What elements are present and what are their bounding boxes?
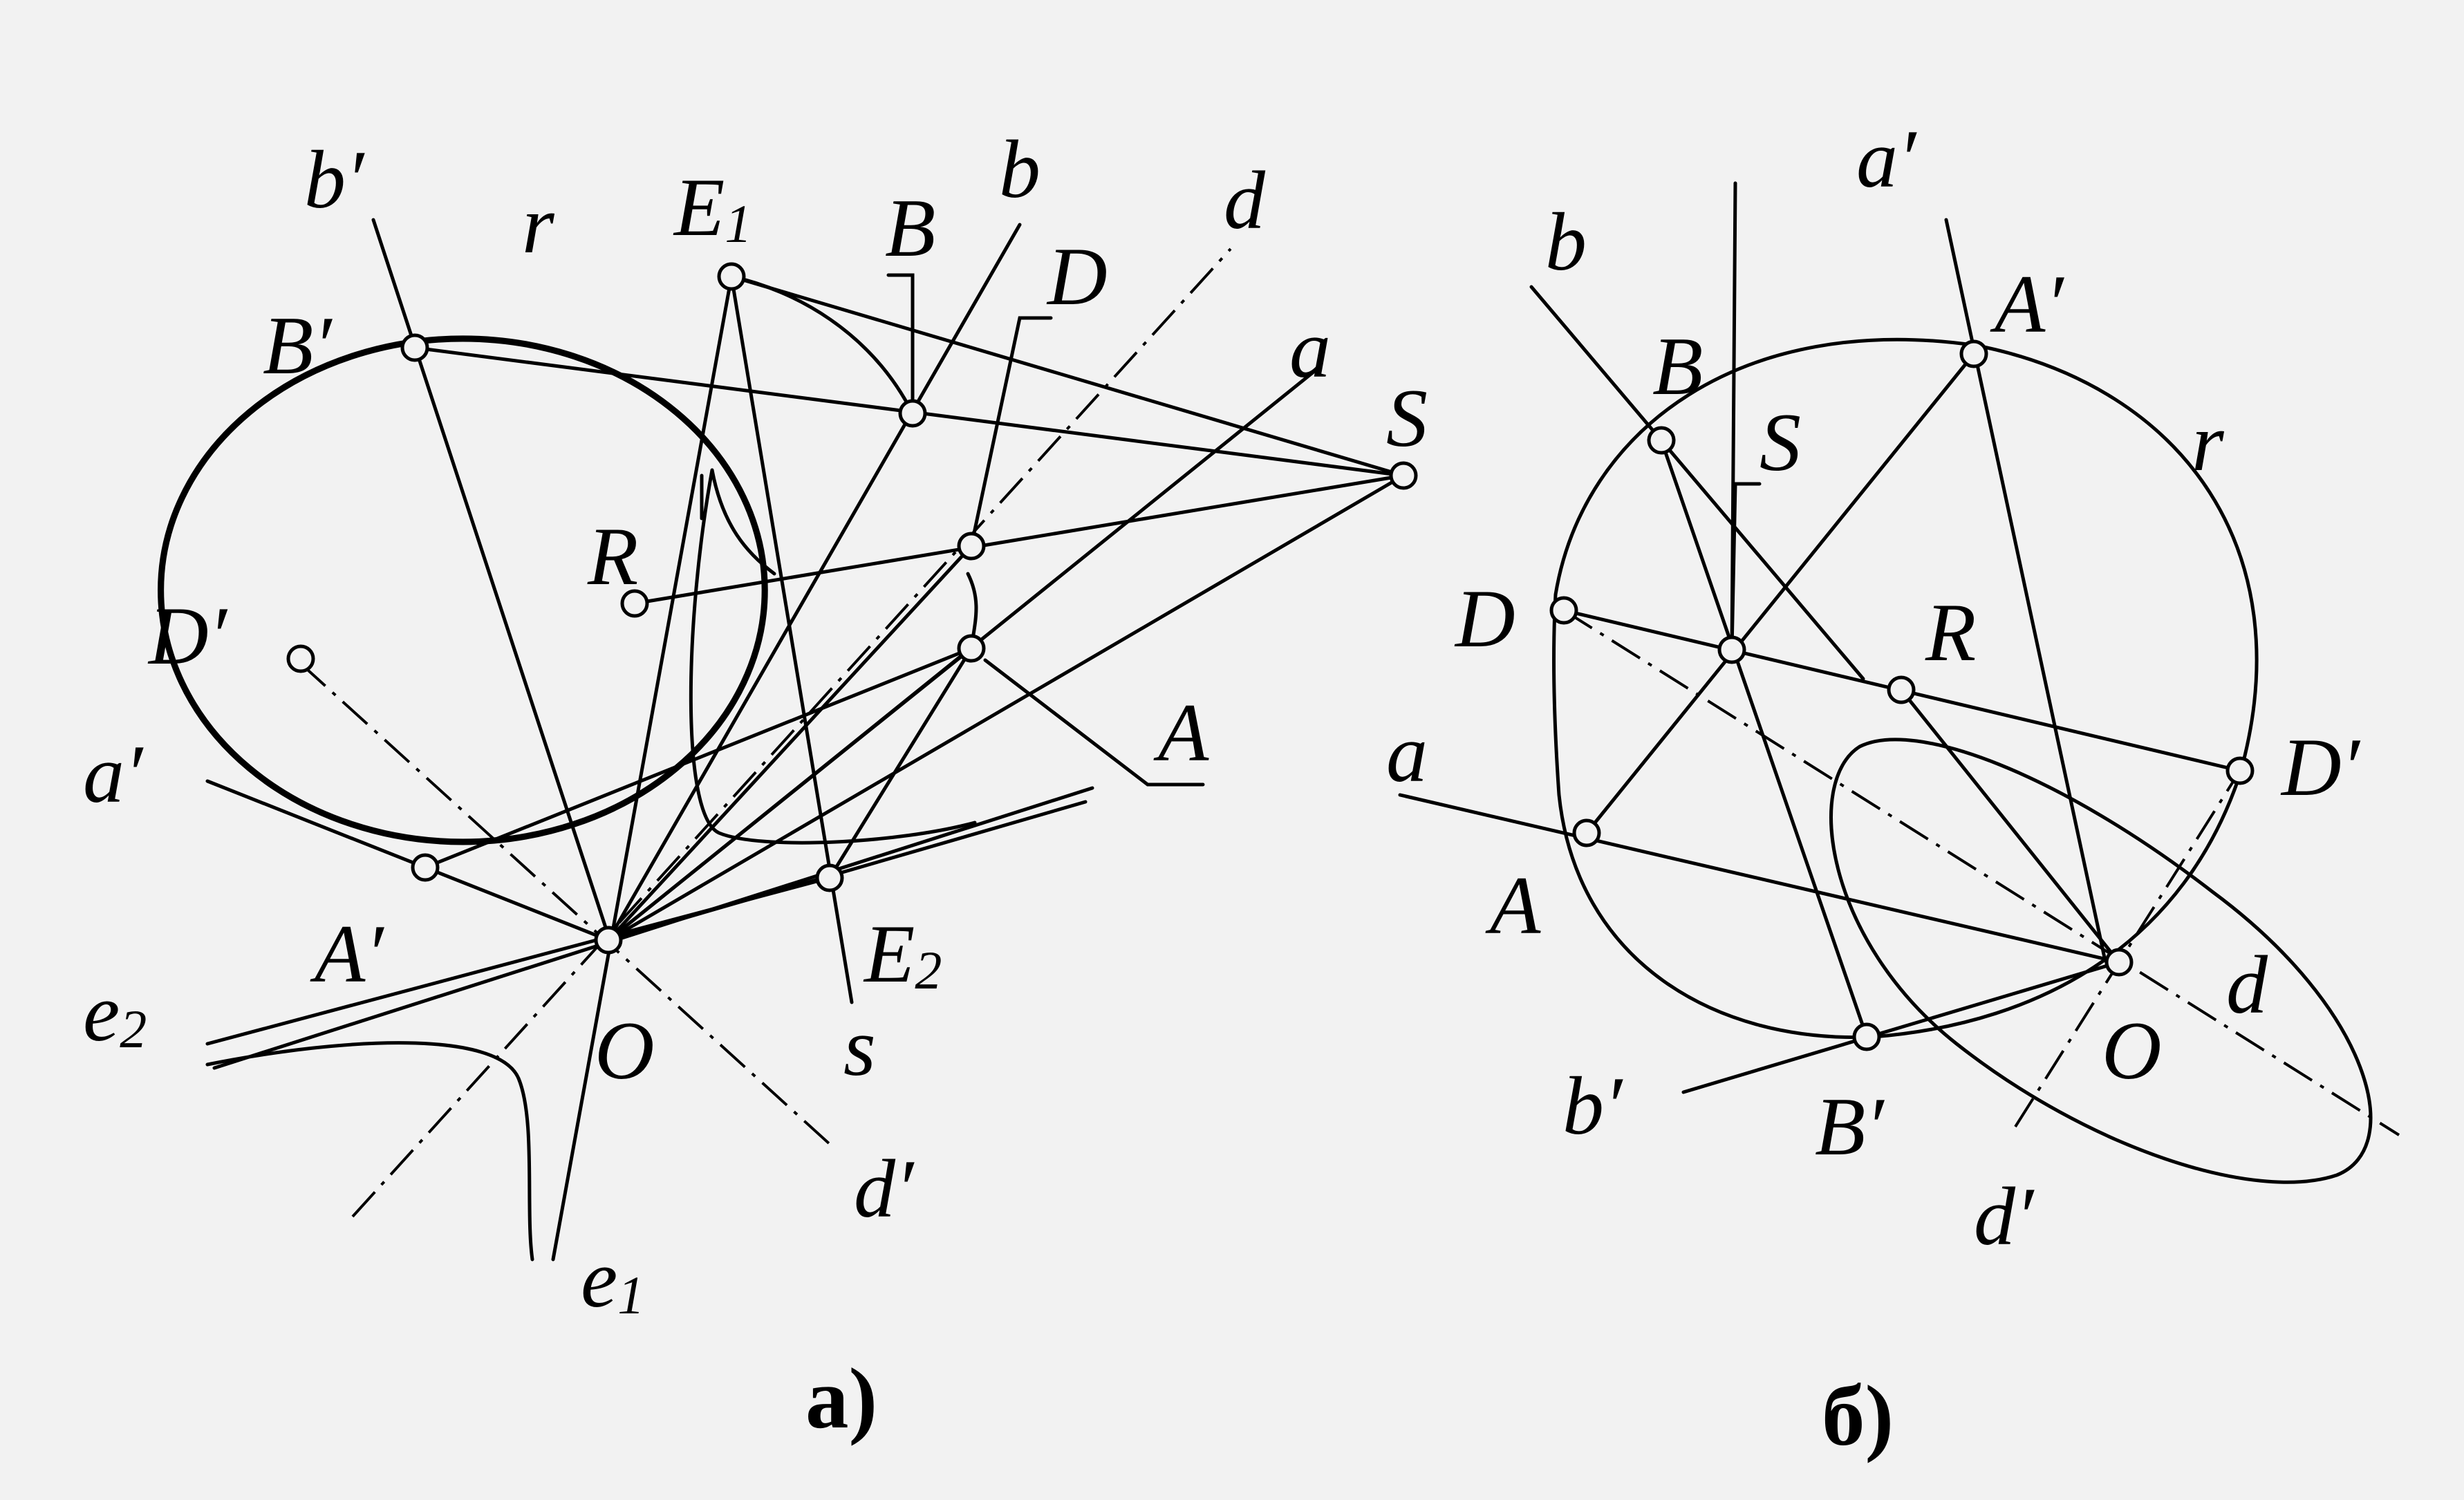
label-E2: E2 [863, 908, 942, 1000]
point-R [1887, 675, 1916, 704]
line-B-B-prime [1659, 438, 1869, 1039]
label-D: D [1046, 230, 1108, 322]
label-E1: E1 [673, 161, 752, 254]
leader-S-2 [1730, 482, 1762, 652]
leader-A [983, 658, 1205, 787]
label-d: d [2226, 939, 2268, 1031]
figure-a: b′ r E1 B b D d a S B′ R D′ A a′ A′ E2 e… [83, 123, 1428, 1447]
label-A-prime: A′ [310, 908, 384, 1000]
line-s [729, 274, 854, 1004]
point-B-prime [400, 333, 429, 362]
line-d-prime [2014, 769, 2241, 1128]
point-A-prime [1959, 339, 1988, 368]
label-a: a [1289, 303, 1331, 395]
point-E1 [717, 262, 746, 291]
label-B-prime: B′ [1815, 1080, 1885, 1172]
label-S: S [1760, 396, 1801, 488]
point-B [1647, 426, 1676, 455]
label-B: B [885, 182, 935, 274]
label-a-prime: a′ [83, 728, 144, 820]
caption-a: а) [805, 1351, 877, 1447]
line-d-prime [299, 662, 831, 1145]
label-B: B [1652, 320, 1703, 412]
label-D-prime: D′ [2280, 721, 2361, 813]
point-O [594, 926, 623, 955]
line-O-D [606, 544, 973, 942]
line-A-prime-A [423, 646, 973, 870]
label-D: D [1454, 572, 1515, 664]
point-B-prime [1852, 1022, 1881, 1051]
label-e2: e2 [83, 966, 147, 1059]
point-S [1389, 461, 1418, 490]
label-a-prime: a′ [1856, 113, 1917, 205]
label-d: d [1224, 154, 1266, 246]
point-D [1549, 596, 1578, 625]
point-A [1572, 818, 1601, 847]
line-a-prime [205, 779, 610, 942]
label-R: R [587, 510, 638, 602]
point-B [898, 399, 927, 428]
line-b [1529, 285, 1865, 681]
label-S: S [1386, 372, 1428, 464]
line-R-O [1899, 688, 2121, 964]
point-D-prime [2225, 756, 2255, 785]
label-A: A [1485, 859, 1541, 951]
label-O: O [2102, 1004, 2162, 1096]
line-e2-c [606, 800, 1088, 942]
label-e1: e1 [581, 1232, 644, 1325]
line-d [1562, 609, 2400, 1136]
figure-b: a′ b A′ B S r D R a D′ A d O b′ B′ d′ б) [1386, 113, 2400, 1464]
label-b: b [999, 123, 1040, 215]
line-O-A [606, 646, 973, 942]
label-b-prime: b′ [1562, 1060, 1623, 1152]
label-A: A [1153, 686, 1209, 778]
label-r: r [2192, 396, 2225, 488]
leader-B [886, 273, 915, 415]
point-D [957, 532, 986, 561]
conic-arc [689, 468, 977, 845]
label-D-prime: D′ [147, 590, 228, 682]
label-R: R [1925, 586, 1976, 678]
hyperbola-branch [205, 1041, 534, 1262]
label-r: r [522, 178, 555, 270]
label-b-prime: b′ [304, 133, 365, 225]
label-A-prime: A′ [1990, 258, 2064, 350]
label-b: b [1545, 196, 1587, 288]
label-a: a [1386, 707, 1428, 799]
line-A-A-prime [1585, 352, 1976, 835]
label-s: s [843, 1001, 876, 1093]
point-S [1717, 635, 1746, 664]
label-O: O [595, 1004, 655, 1096]
caption-b: б) [1822, 1369, 1894, 1464]
leader-D [969, 316, 1053, 548]
point-D-prime [286, 644, 315, 673]
line-a [1398, 793, 2121, 964]
line-b-prime [371, 218, 612, 942]
line-b [606, 223, 1022, 942]
line-O-S [606, 474, 1406, 942]
point-O [2104, 948, 2134, 977]
label-B-prime: B′ [263, 299, 333, 391]
circle-r [1552, 337, 2259, 1040]
point-A-prime [411, 853, 440, 882]
label-d-prime: d′ [854, 1143, 915, 1235]
point-A [957, 634, 986, 663]
circle-r [158, 335, 768, 845]
point-R [620, 589, 649, 618]
line-b-prime [1681, 960, 2121, 1094]
line-e1 [551, 274, 734, 1262]
line-d [351, 247, 1232, 1218]
line-E1-S [729, 274, 1406, 478]
point-E2 [815, 863, 844, 892]
line-D-prime-S [633, 474, 1406, 606]
arc-E1-B [729, 274, 915, 415]
line-E2-A [828, 646, 973, 880]
label-d-prime: d′ [1974, 1170, 2035, 1262]
